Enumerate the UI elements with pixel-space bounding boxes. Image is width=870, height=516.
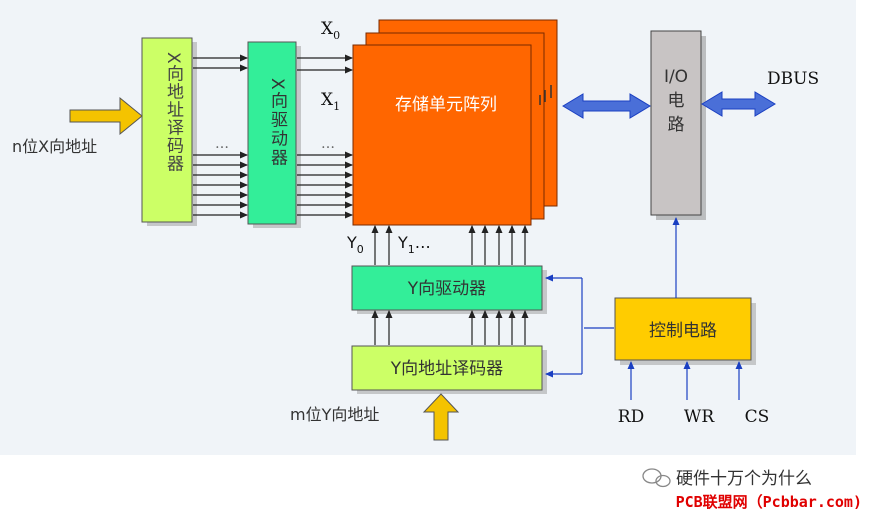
y-driver-label: Y向驱动器 — [407, 279, 486, 299]
x-driver-to-memory-lines — [297, 54, 353, 219]
label-wr: WR — [684, 407, 715, 427]
y-decoder-to-driver-lines — [371, 310, 529, 345]
x-driver-block: X向驱动器 — [247, 41, 301, 228]
x-decoder-label: X向地址译码器 — [163, 52, 184, 173]
x-decoder-dots: … — [215, 136, 229, 152]
io-dbus-bus-arrow — [701, 91, 776, 117]
control-connections — [545, 217, 680, 378]
x-address-input-arrow — [69, 96, 143, 136]
label-cs: CS — [745, 407, 770, 427]
y-driver-to-memory-lines — [371, 225, 529, 265]
y-decoder-label: Y向地址译码器 — [390, 359, 503, 379]
x-driver-label: X向驱动器 — [267, 78, 288, 168]
y-driver-block: Y向驱动器 — [351, 265, 547, 314]
watermark-site: PCB联盟网（Pcbbar.com) — [676, 493, 862, 511]
watermark: 硬件十万个为什么 PCB联盟网（Pcbbar.com) — [642, 468, 862, 511]
io-circuit-block: I/O 电 路 — [650, 30, 706, 220]
y-address-input-arrow — [422, 393, 460, 441]
label-x0: X0 — [321, 19, 340, 42]
io-label-char1: 电 — [668, 91, 685, 111]
watermark-account: 硬件十万个为什么 — [676, 469, 812, 489]
label-rd: RD — [618, 407, 644, 427]
x-decoder-to-driver-lines — [193, 54, 248, 219]
label-x1: X1 — [321, 90, 340, 113]
label-y0: Y0 — [346, 233, 364, 256]
label-y-address-input: m位Y向地址 — [290, 405, 379, 424]
wechat-icon — [642, 468, 671, 488]
io-label-io: I/O — [664, 67, 688, 87]
label-x-address-input: n位X向地址 — [12, 137, 97, 156]
memory-array-stack: 存储单元阵列 — [352, 19, 558, 226]
control-signal-lines — [627, 361, 743, 400]
memory-array-block — [352, 44, 532, 226]
x-driver-dots: … — [321, 136, 335, 152]
memory-io-bus-arrow — [562, 93, 651, 119]
memory-array-label: 存储单元阵列 — [395, 95, 497, 115]
label-dbus: DBUS — [767, 69, 819, 89]
io-label-char2: 路 — [668, 115, 685, 135]
control-circuit-label: 控制电路 — [649, 321, 717, 341]
control-circuit-block: 控制电路 — [614, 297, 756, 365]
label-y1: Y1… — [397, 233, 431, 256]
x-decoder-block: X向地址译码器 — [141, 37, 197, 226]
y-decoder-block: Y向地址译码器 — [351, 345, 547, 394]
